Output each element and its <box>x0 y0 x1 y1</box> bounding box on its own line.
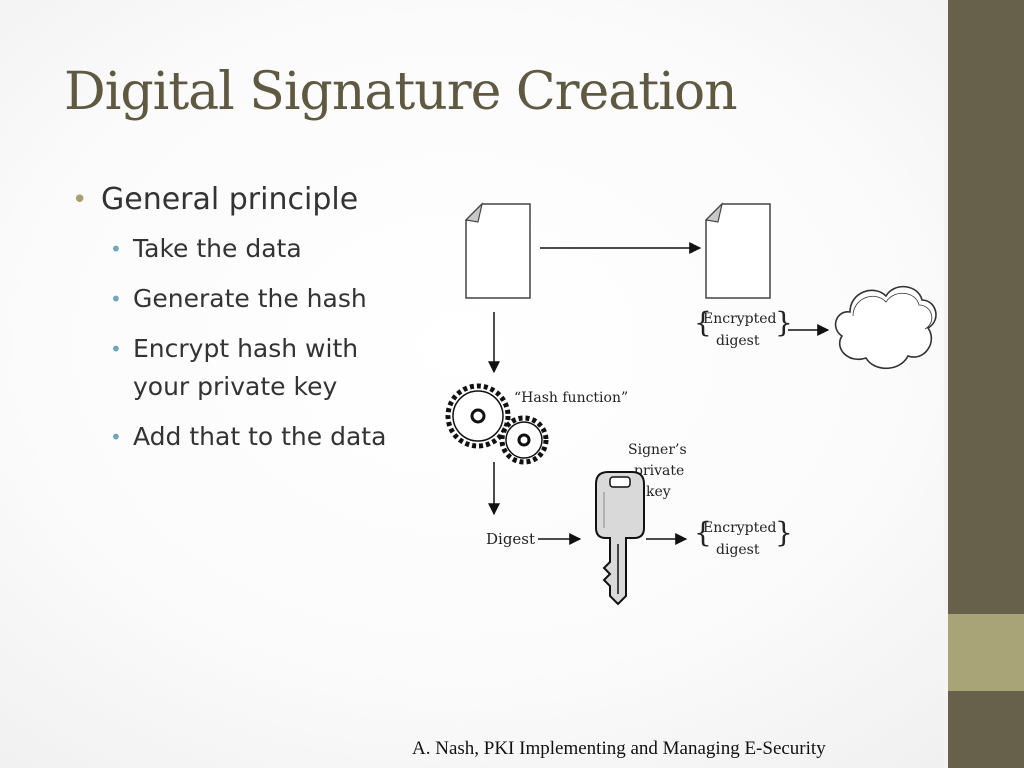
encrypted-digest-top-line1: Encrypted <box>703 311 777 327</box>
encrypted-digest-bottom-line1: Encrypted <box>703 520 777 536</box>
sub-bullet-dot: • <box>110 237 122 261</box>
encrypted-digest-bottom-line2: digest <box>716 542 760 558</box>
brace-left-icon: { <box>694 306 712 339</box>
private-key-icon <box>595 471 645 606</box>
encrypted-digest-top: { Encrypted digest } <box>694 306 793 349</box>
sub-bullet-list: • Take the data • Generate the hash • En… <box>72 230 432 456</box>
signature-diagram: { Encrypted digest } “Hash function” Dig… <box>445 202 937 606</box>
sub-bullet-text: Take the data <box>133 234 302 263</box>
citation: A. Nash, PKI Implementing and Managing E… <box>412 738 826 759</box>
signers-key-label-line1: Signer’s <box>628 442 687 458</box>
sub-bullet-text: Generate the hash <box>133 284 367 313</box>
slide-title: Digital Signature Creation <box>64 62 738 122</box>
bullet-list: • General principle • Take the data • Ge… <box>72 180 432 468</box>
sub-bullet-dot: • <box>110 337 122 361</box>
output-document-icon <box>704 202 771 299</box>
sub-bullet-text: Add that to the data <box>133 422 387 451</box>
signers-key-label-line2: private <box>634 463 684 479</box>
gears-icon <box>445 383 549 465</box>
hash-function-label: “Hash function” <box>514 390 628 406</box>
brace-right-icon: } <box>775 306 793 339</box>
encrypted-digest-top-line2: digest <box>716 333 760 349</box>
sidebar-accent-block <box>948 614 1024 691</box>
cloud-icon <box>834 285 937 370</box>
brace-left-icon: { <box>694 516 712 549</box>
bullet-dot: • <box>72 185 88 215</box>
bullet-main-text: General principle <box>101 182 359 217</box>
sub-bullet-dot: • <box>110 425 122 449</box>
sub-bullet-text: Encrypt hash with <box>133 334 359 363</box>
sub-bullet-text-cont: your private key <box>133 372 338 401</box>
sidebar-edge <box>944 0 948 768</box>
digest-label: Digest <box>486 530 535 548</box>
data-document-icon <box>464 202 531 299</box>
sub-bullet-item: • Add that to the data <box>72 418 432 456</box>
signers-key-label-line3: key <box>646 484 671 500</box>
sub-bullet-item: • Take the data <box>72 230 432 268</box>
bullet-main: • General principle <box>72 180 432 220</box>
sub-bullet-dot: • <box>110 287 122 311</box>
sub-bullet-item: • Encrypt hash with your private key <box>72 330 432 406</box>
sub-bullet-item: • Generate the hash <box>72 280 432 318</box>
encrypted-digest-bottom: { Encrypted digest } <box>694 516 793 558</box>
brace-right-icon: } <box>775 516 793 549</box>
